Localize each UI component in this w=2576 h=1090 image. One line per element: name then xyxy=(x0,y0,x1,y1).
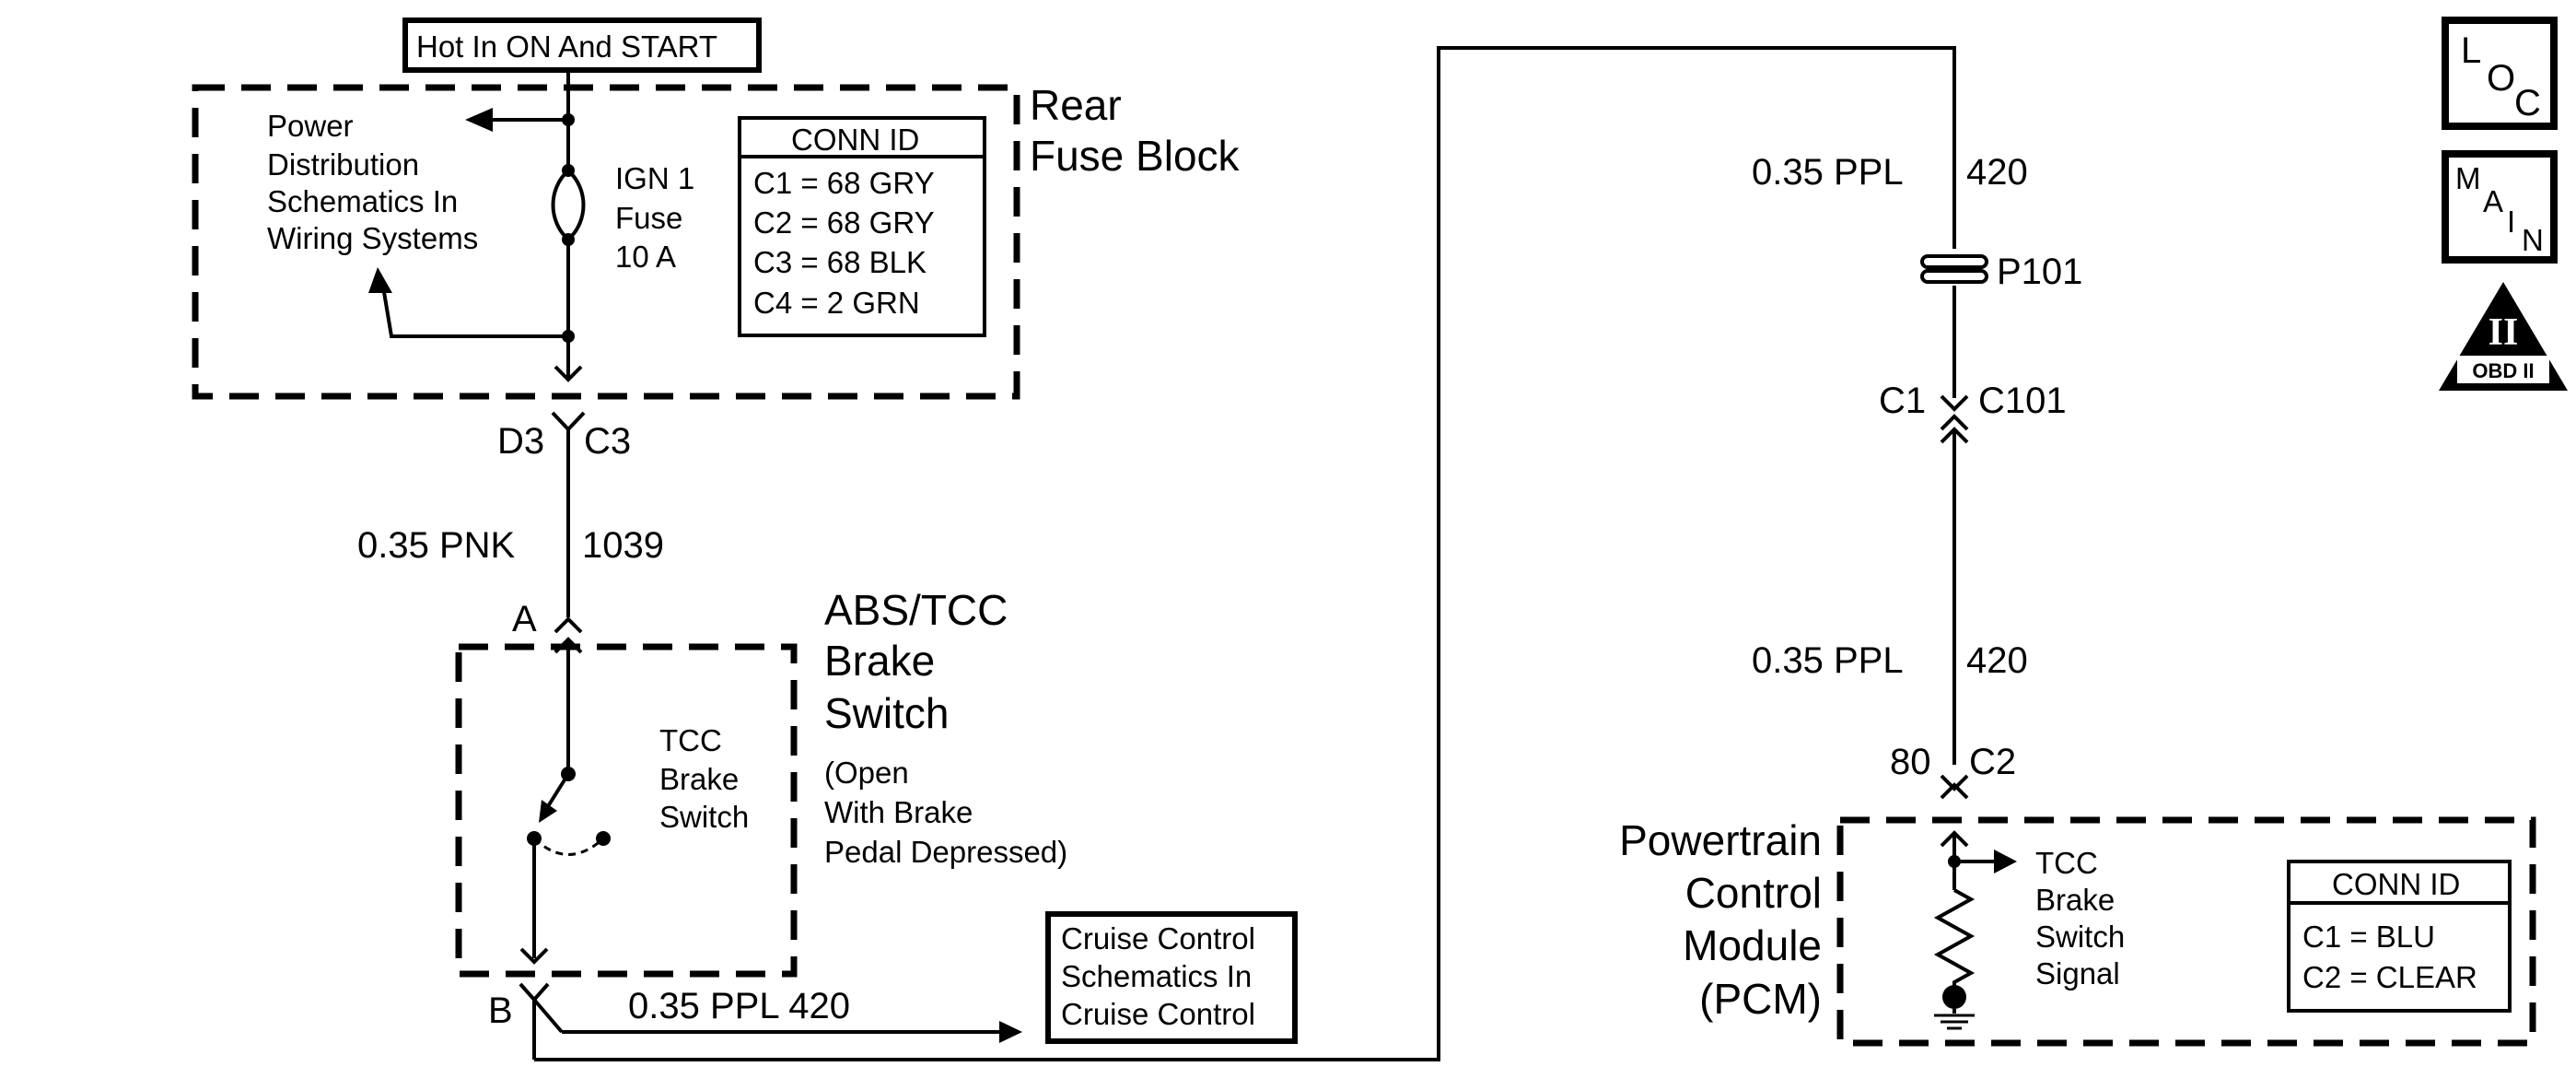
svg-text:I: I xyxy=(2507,205,2515,239)
connector-c2-label: C2 xyxy=(1969,742,2016,782)
main-icon[interactable]: M A I N xyxy=(2442,150,2558,264)
svg-text:O: O xyxy=(2487,58,2515,99)
conn-row-c2: C2 = 68 GRY xyxy=(753,205,935,240)
fuse-10a-icon xyxy=(551,169,586,242)
cruise-line2: Schematics In xyxy=(1061,959,1252,993)
tcc-switch-line3: Switch xyxy=(659,800,749,834)
brake-switch-note-line1: (Open xyxy=(824,756,909,790)
fuse-block-outline xyxy=(192,84,1020,400)
connector-c1-c101: C1 C101 xyxy=(1879,381,2067,444)
brake-switch-outline xyxy=(455,643,798,978)
switch-arm-icon xyxy=(539,800,557,823)
wire-1039-size: 0.35 PNK xyxy=(357,525,516,566)
pin-80-label: 80 xyxy=(1890,742,1931,782)
powertrain-control-module: Powertrain Control Module (PCM) TCC Brak… xyxy=(1619,816,2536,1047)
pcm-conn-row-c2: C2 = CLEAR xyxy=(2302,960,2477,994)
pcm-outline xyxy=(1836,816,2536,1047)
fuse-label-line1: IGN 1 xyxy=(615,161,694,195)
svg-text:A: A xyxy=(2483,184,2503,218)
p101-label: P101 xyxy=(1997,252,2082,292)
wire-420-route xyxy=(534,46,1956,1061)
tcc-switch-line2: Brake xyxy=(659,762,739,796)
power-dist-line3: Schematics In xyxy=(267,184,458,218)
pcm-signal-line1: TCC xyxy=(2035,846,2098,880)
svg-text:II: II xyxy=(2489,311,2519,354)
connector-b: B xyxy=(488,46,1956,1061)
connector-d3-label: D3 xyxy=(497,421,544,462)
tcc-switch-line1: TCC xyxy=(659,723,722,757)
cruise-line3: Cruise Control xyxy=(1061,997,1255,1031)
connector-80-c2: 80 C2 xyxy=(1890,742,2016,800)
brake-switch-name-line2: Brake xyxy=(824,637,935,685)
arrow-up-icon xyxy=(368,267,392,293)
wire-420-bottom-label: 0.35 PPL 420 xyxy=(628,986,850,1026)
pcm-name-line2: Control xyxy=(1685,869,1822,917)
arrow-right-icon xyxy=(999,1021,1022,1043)
svg-text:C: C xyxy=(2514,83,2541,123)
brake-switch-note-line2: With Brake xyxy=(824,795,973,829)
pcm-conn-row-c1: C1 = BLU xyxy=(2302,920,2435,954)
wire-420-top-size: 0.35 PPL xyxy=(1752,152,1904,193)
pcm-name-line3: Module xyxy=(1683,921,1822,969)
fuse-block-conn-id-table: CONN ID C1 = 68 GRY C2 = 68 GRY C3 = 68 … xyxy=(738,116,986,337)
pcm-signal-line3: Switch xyxy=(2035,920,2125,954)
connector-a-label: A xyxy=(512,599,537,639)
pcm-name-line1: Powertrain xyxy=(1619,816,1822,864)
arrow-right-icon xyxy=(1994,850,2017,873)
wire-420-mid-size: 0.35 PPL xyxy=(1752,640,1904,681)
connector-c1-label: C1 xyxy=(1879,381,1926,421)
conn-row-c3: C3 = 68 BLK xyxy=(753,245,927,279)
conn-row-c4: C4 = 2 GRN xyxy=(753,286,920,320)
connector-a: A xyxy=(512,599,583,654)
connector-c3-label: C3 xyxy=(584,421,631,462)
hot-label-text: Hot In ON And START xyxy=(416,29,717,64)
wire-420-top-circuit: 420 xyxy=(1966,152,2028,193)
brake-switch-name-line3: Switch xyxy=(824,689,949,737)
svg-text:M: M xyxy=(2455,161,2481,195)
connector-b-label: B xyxy=(488,990,513,1031)
svg-text:N: N xyxy=(2522,223,2544,257)
hot-in-on-and-start-label: Hot In ON And START xyxy=(402,18,762,73)
svg-text:L: L xyxy=(2461,30,2481,71)
wire-1039-circuit: 1039 xyxy=(582,525,664,566)
pcm-name-line4: (PCM) xyxy=(1699,975,1822,1023)
power-dist-line4: Wiring Systems xyxy=(267,221,478,255)
cruise-control-reference: Cruise Control Schematics In Cruise Cont… xyxy=(1045,911,1298,1044)
arrow-down-icon xyxy=(519,947,549,965)
conn-row-c1: C1 = 68 GRY xyxy=(753,166,935,200)
pcm-signal-line4: Signal xyxy=(2035,956,2120,990)
brake-switch-name-line1: ABS/TCC xyxy=(824,586,1008,634)
pcm-conn-id-table: CONN ID C1 = BLU C2 = CLEAR xyxy=(2287,860,2512,1013)
connector-c101-label: C101 xyxy=(1978,381,2067,421)
fuse-block-name-line1: Rear xyxy=(1030,81,1122,129)
pcm-signal-line2: Brake xyxy=(2035,883,2115,917)
wire-420-mid-circuit: 420 xyxy=(1966,640,2028,681)
fuse-block-name-line2: Fuse Block xyxy=(1030,132,1241,180)
cruise-line1: Cruise Control xyxy=(1061,921,1255,955)
pass-through-p101: P101 xyxy=(1920,252,2082,292)
power-dist-line1: Power xyxy=(267,109,354,143)
pcm-conn-id-title: CONN ID xyxy=(2332,867,2460,901)
conn-id-title: CONN ID xyxy=(791,123,919,157)
connector-d3-c3: D3 C3 xyxy=(497,411,631,617)
brake-switch-note-line3: Pedal Depressed) xyxy=(824,835,1067,869)
svg-text:OBD II: OBD II xyxy=(2472,359,2534,382)
abs-tcc-brake-switch: ABS/TCC Brake Switch (Open With Brake Pe… xyxy=(455,586,1067,978)
rear-fuse-block: Rear Fuse Block Power Distribution Schem… xyxy=(192,70,1241,400)
power-dist-line2: Distribution xyxy=(267,147,419,182)
arrow-left-icon xyxy=(465,108,493,132)
resistor-icon xyxy=(1933,888,1976,990)
obd-ii-icon[interactable]: II OBD II xyxy=(2439,282,2568,391)
fuse-label-line3: 10 A xyxy=(615,240,676,274)
fuse-label-line2: Fuse xyxy=(615,201,682,235)
loc-icon[interactable]: L O C xyxy=(2442,17,2558,130)
